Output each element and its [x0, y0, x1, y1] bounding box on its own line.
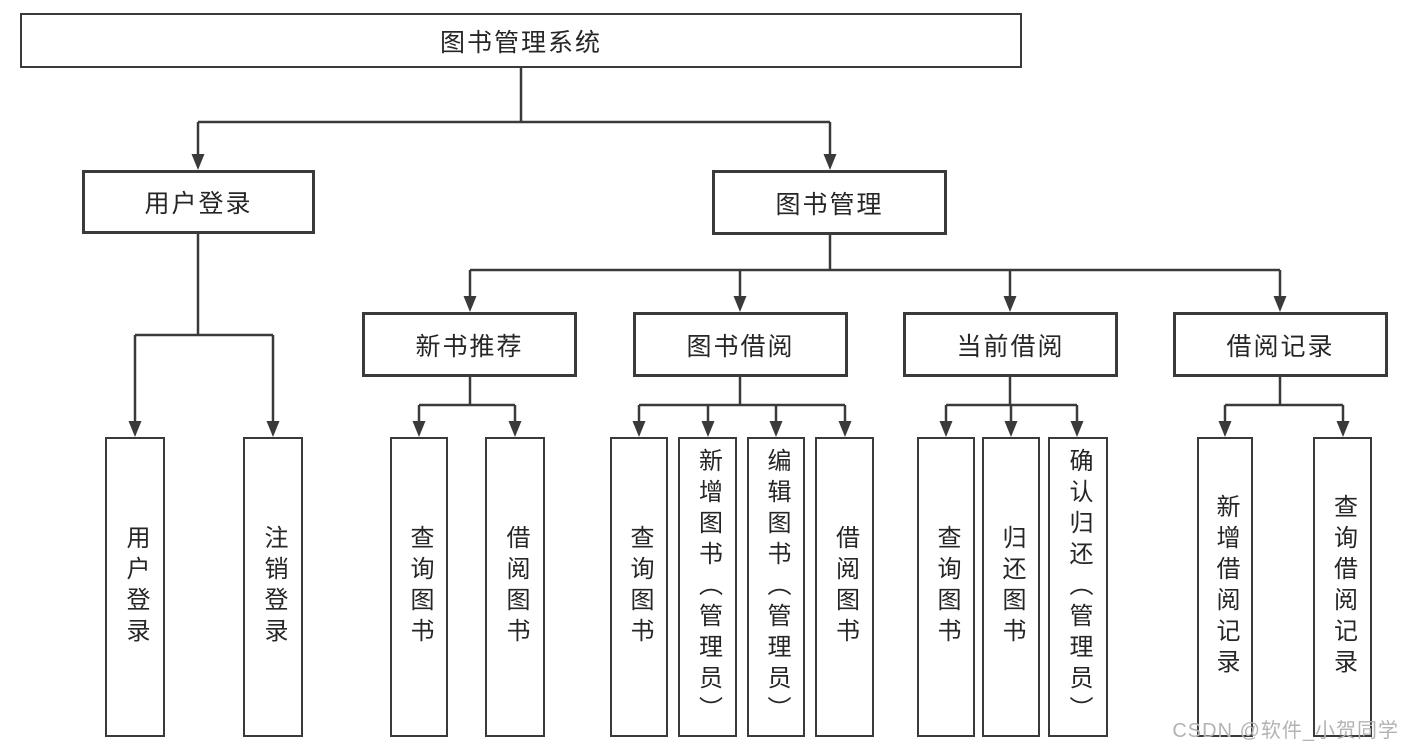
leaf-logout: 注销登录 [243, 437, 303, 737]
node-current-borrow: 当前借阅 [903, 312, 1118, 377]
leaf-query-borrow-record: 查询借阅记录 [1313, 437, 1372, 737]
leaf-query-books-1: 查询图书 [390, 437, 448, 737]
node-user-login-label: 用户登录 [144, 190, 253, 218]
node-new-book-recommend-label: 新书推荐 [415, 332, 524, 361]
leaf-borrow-books-2-label: 借阅图书 [831, 525, 859, 649]
csdn-watermark: CSDN @软件_小贺同学 [1172, 720, 1399, 742]
leaf-logout-label: 注销登录 [260, 525, 287, 649]
leaf-query-books-3-label: 查询图书 [933, 525, 960, 649]
node-book-borrow: 图书借阅 [633, 312, 848, 377]
leaf-add-borrow-record-label: 新增借阅记录 [1212, 494, 1239, 680]
node-user-login: 用户登录 [82, 170, 315, 234]
leaf-user-login: 用户登录 [105, 437, 165, 737]
leaf-borrow-books-2: 借阅图书 [815, 437, 874, 737]
tree-edges [133, 68, 1345, 424]
node-root: 图书管理系统 [20, 13, 1022, 68]
leaf-query-books-2-label: 查询图书 [626, 525, 653, 649]
node-root-label: 图书管理系统 [439, 28, 602, 57]
leaf-query-books-2: 查询图书 [610, 437, 668, 737]
leaf-user-login-label: 用户登录 [122, 525, 149, 649]
node-current-borrow-label: 当前借阅 [956, 332, 1065, 361]
leaf-edit-books-admin-label: 编辑图书（管理员） [763, 447, 790, 727]
node-borrow-records-label: 借阅记录 [1226, 332, 1335, 361]
leaf-borrow-books-1: 借阅图书 [485, 437, 545, 737]
leaf-add-borrow-record: 新增借阅记录 [1197, 437, 1253, 737]
leaf-confirm-return-admin-label: 确认归还（管理员） [1065, 447, 1092, 727]
leaf-query-books-1-label: 查询图书 [406, 525, 433, 649]
node-book-management-label: 图书管理 [775, 190, 884, 219]
leaf-confirm-return-admin: 确认归还（管理员） [1048, 437, 1108, 737]
node-book-management: 图书管理 [712, 170, 947, 235]
node-book-borrow-label: 图书借阅 [686, 332, 795, 361]
leaf-query-borrow-record-label: 查询借阅记录 [1329, 494, 1357, 680]
node-new-book-recommend: 新书推荐 [362, 312, 577, 377]
leaf-return-books: 归还图书 [982, 437, 1040, 737]
leaf-borrow-books-1-label: 借阅图书 [502, 525, 529, 649]
leaf-add-books-admin-label: 新增图书（管理员） [694, 447, 722, 727]
leaf-edit-books-admin: 编辑图书（管理员） [747, 437, 805, 737]
leaf-query-books-3: 查询图书 [917, 437, 975, 737]
node-borrow-records: 借阅记录 [1173, 312, 1388, 377]
leaf-add-books-admin: 新增图书（管理员） [678, 437, 737, 737]
leaf-return-books-label: 归还图书 [998, 525, 1025, 649]
